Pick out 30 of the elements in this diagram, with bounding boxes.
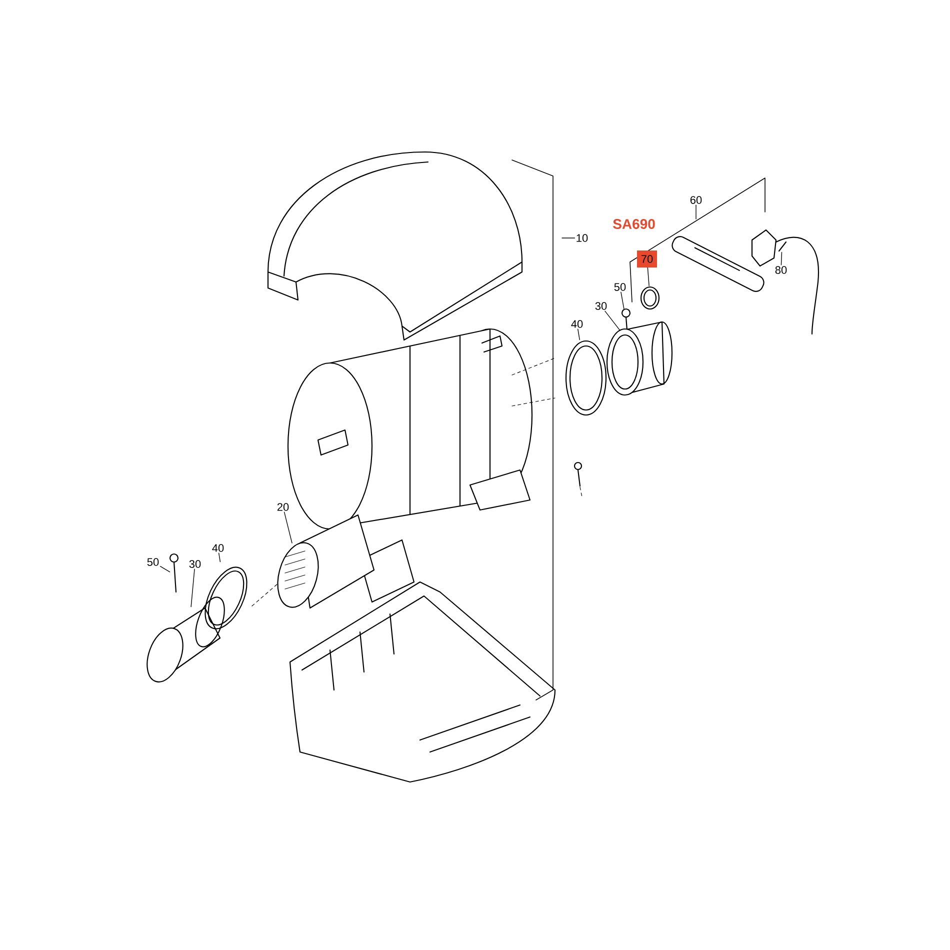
pipe-collar bbox=[146, 596, 225, 682]
highlighted-callout-number: 70 bbox=[637, 250, 657, 268]
callout-number: 40 bbox=[212, 544, 224, 552]
leader-line bbox=[218, 552, 221, 562]
screw bbox=[169, 553, 179, 593]
callout-number: 80 bbox=[775, 266, 787, 274]
o-ring bbox=[565, 340, 607, 416]
screw bbox=[621, 308, 631, 331]
callout-number: 40 bbox=[571, 320, 583, 328]
callout-number: 20 bbox=[277, 503, 289, 511]
callout-number: 50 bbox=[614, 283, 626, 291]
screw bbox=[778, 241, 787, 252]
callout-number: 60 bbox=[690, 196, 702, 204]
pipe-collar bbox=[606, 321, 673, 396]
leader-line bbox=[620, 292, 624, 310]
callout-number: 30 bbox=[595, 302, 607, 310]
callout-number: 10 bbox=[576, 234, 588, 242]
leader-line bbox=[190, 568, 195, 608]
liner-tube bbox=[277, 514, 375, 609]
leader-line bbox=[780, 252, 782, 266]
callout-number: 50 bbox=[147, 558, 159, 566]
leader-line bbox=[604, 310, 620, 331]
leader-line bbox=[647, 267, 650, 286]
o-ring bbox=[640, 286, 660, 310]
part-code: SA690 bbox=[613, 219, 655, 229]
o-ring bbox=[204, 566, 248, 630]
callout-number: 30 bbox=[189, 560, 201, 568]
leader-line bbox=[578, 328, 580, 340]
leader-line bbox=[160, 566, 170, 572]
leader-line bbox=[284, 512, 292, 544]
